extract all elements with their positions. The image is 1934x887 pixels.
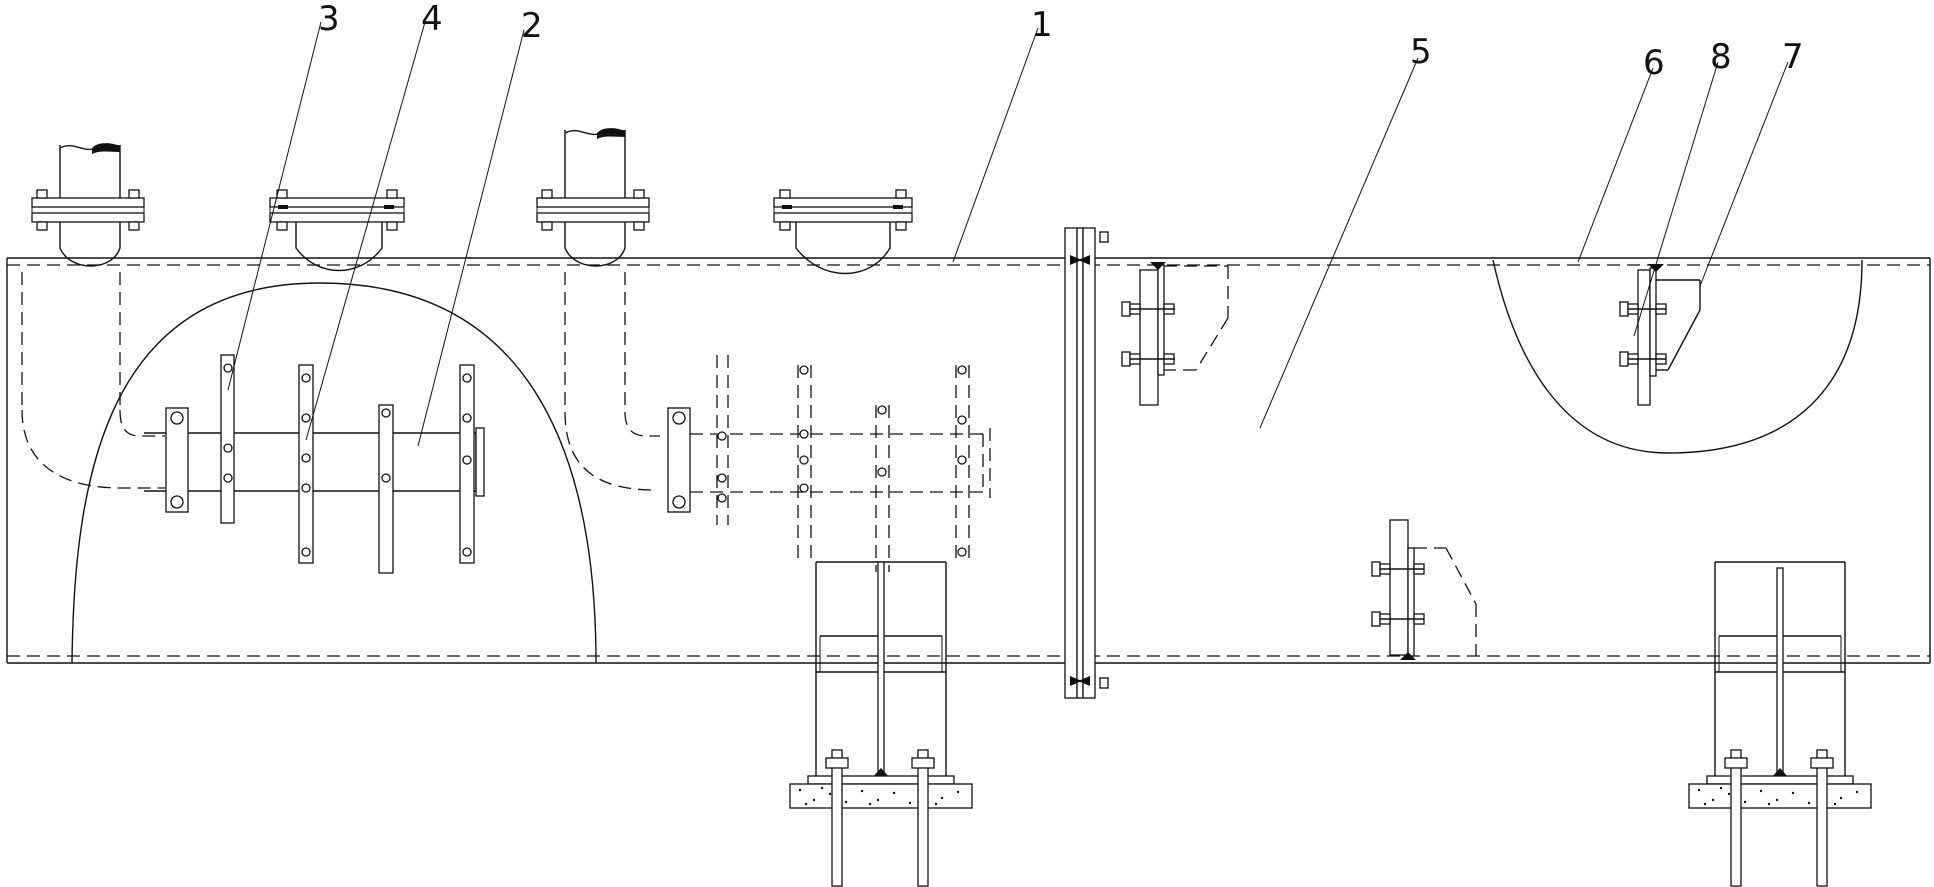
bowl-chamber bbox=[1492, 259, 1863, 454]
label-3: 3 bbox=[318, 0, 340, 39]
top-flange-d bbox=[773, 189, 913, 275]
duct-body bbox=[6, 257, 1931, 664]
hidden-manifold bbox=[667, 355, 991, 572]
label-2: 2 bbox=[521, 6, 543, 46]
coupling-flange bbox=[1064, 227, 1109, 699]
lower-bracket bbox=[1371, 519, 1477, 660]
support-leg-b bbox=[1688, 561, 1872, 887]
concrete-pad-b-fill bbox=[1697, 786, 1859, 806]
inlet-pipe-c bbox=[536, 128, 660, 491]
label-1: 1 bbox=[1031, 5, 1053, 45]
upper-bracket bbox=[1121, 262, 1229, 406]
distribution-manifold bbox=[144, 354, 485, 574]
label-5: 5 bbox=[1410, 32, 1432, 72]
support-leg-a bbox=[789, 561, 973, 887]
label-7: 7 bbox=[1782, 37, 1804, 77]
label-6: 6 bbox=[1643, 43, 1665, 83]
top-flange-b bbox=[269, 189, 405, 272]
label-8: 8 bbox=[1710, 37, 1732, 77]
label-4: 4 bbox=[421, 0, 443, 39]
leader-lines bbox=[227, 21, 1789, 447]
inlet-pipe-a bbox=[21, 143, 165, 489]
callout-labels: 3 4 2 1 5 6 8 7 bbox=[318, 0, 1804, 83]
